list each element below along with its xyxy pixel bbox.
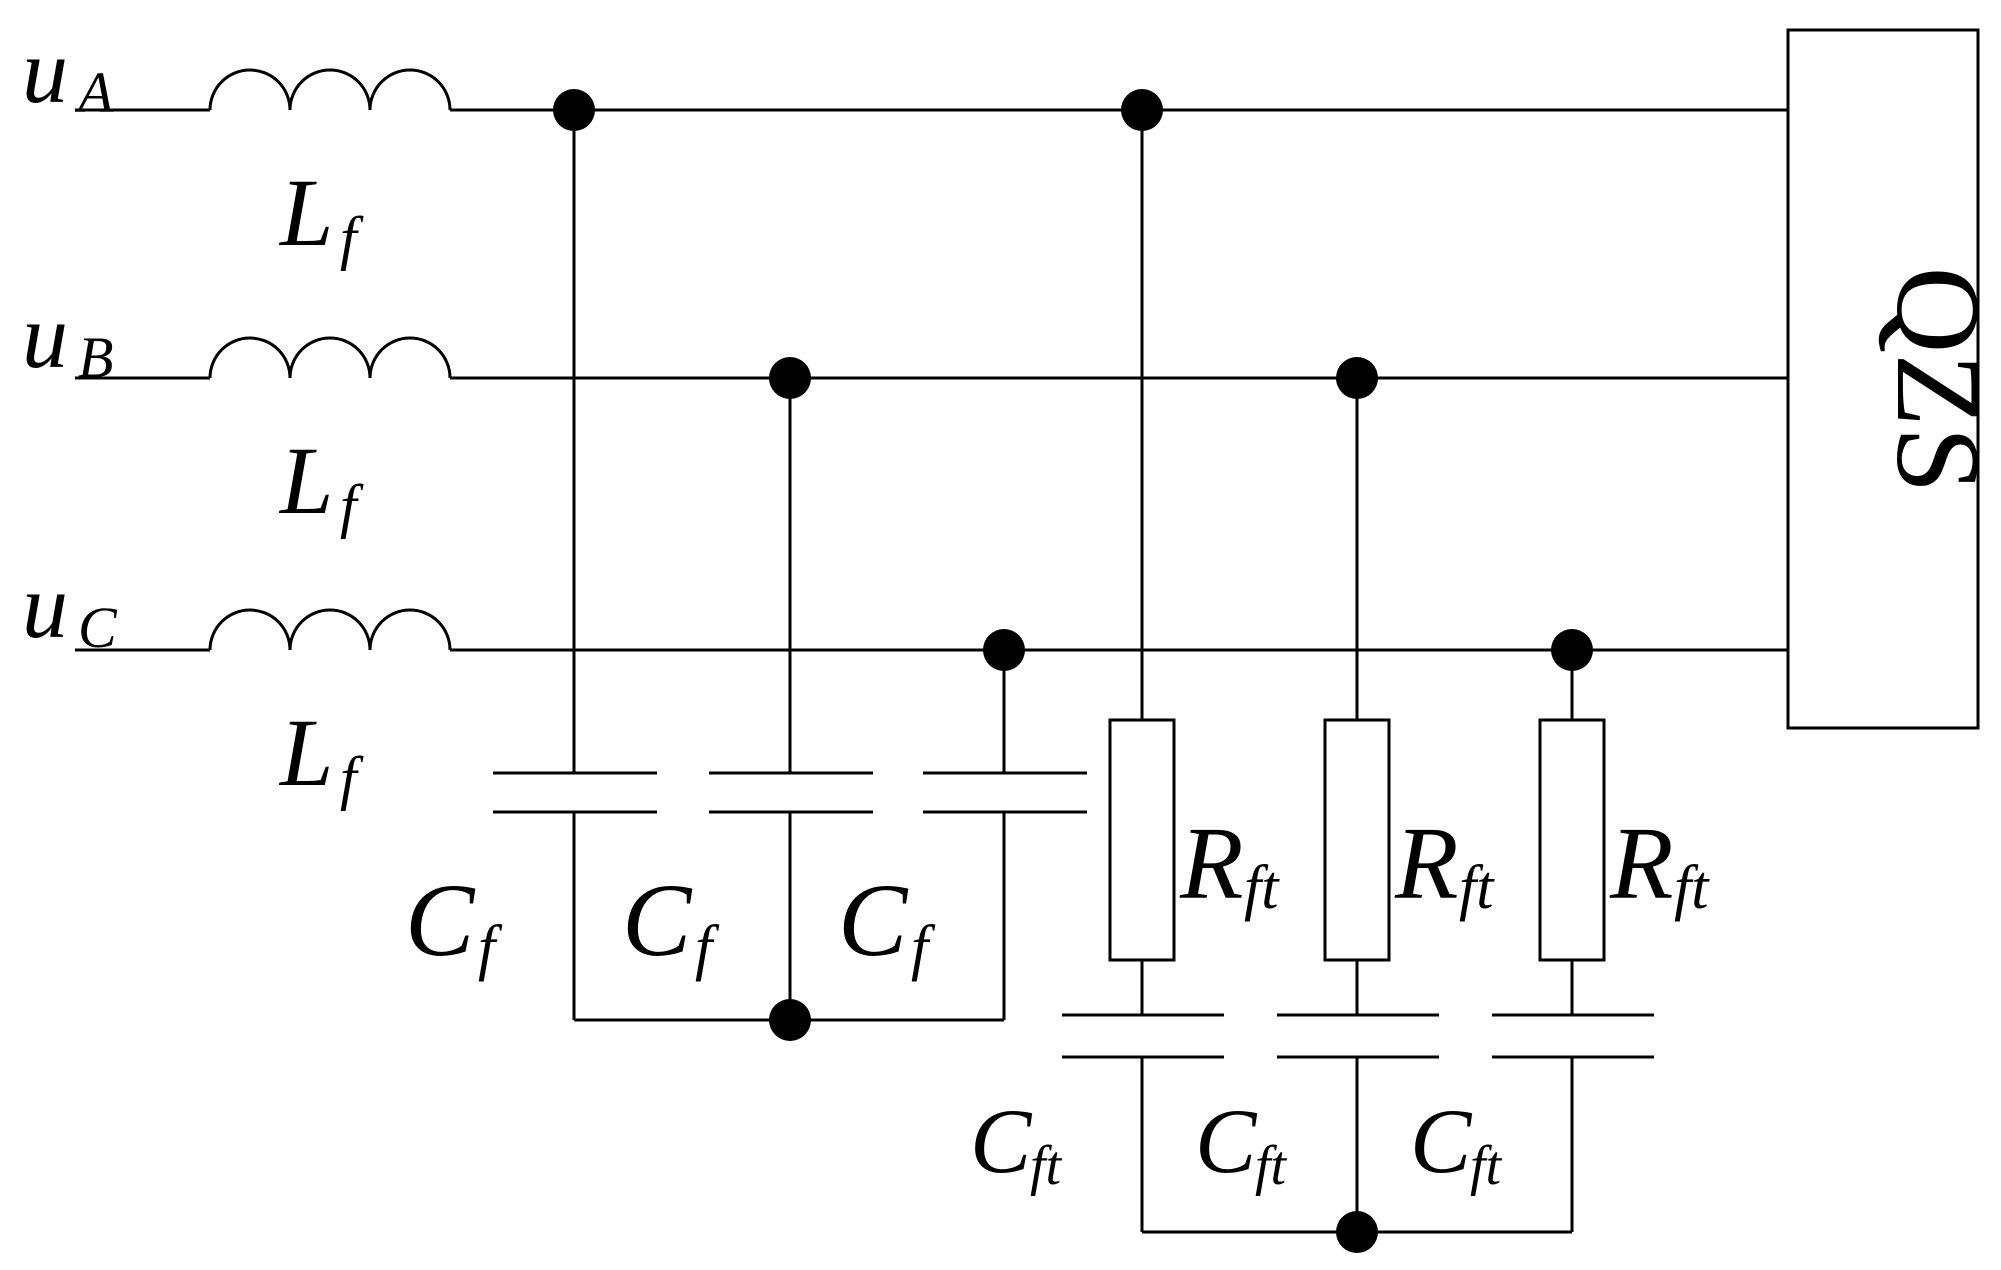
svg-text:L: L [278, 427, 333, 534]
resistor-rft-label-b: R ft [1394, 806, 1495, 922]
inductor-b [208, 336, 452, 379]
inductor-c [208, 608, 452, 651]
svg-text:f: f [340, 205, 364, 271]
phase-line-b [75, 336, 1788, 380]
junction-dot [1336, 357, 1378, 399]
svg-text:C: C [622, 863, 693, 978]
svg-text:R: R [1394, 806, 1459, 921]
svg-text:C: C [970, 1090, 1033, 1192]
svg-text:ft: ft [1674, 854, 1710, 922]
svg-text:f: f [695, 914, 720, 982]
junction-dot [769, 357, 811, 399]
capacitor-cft-label-b: C ft [1195, 1090, 1288, 1197]
source-b-subscript: B [78, 325, 113, 390]
svg-text:C: C [1195, 1090, 1258, 1192]
resistor-rft-label-a: R ft [1179, 806, 1280, 922]
capacitor-cf-label-b: C f [622, 863, 720, 982]
source-label-b: u B [22, 285, 113, 390]
svg-text:C: C [838, 863, 909, 978]
inductor-label-c: L f [278, 699, 364, 811]
svg-text:ft: ft [1244, 854, 1280, 922]
svg-text:ft: ft [1459, 854, 1495, 922]
capacitor-cf-label-a: C f [405, 863, 503, 982]
junction-dot [983, 629, 1025, 671]
junction-dot [1121, 89, 1163, 131]
inductor-label-b: L f [278, 427, 364, 539]
capacitor-cft-label-c: C ft [1410, 1090, 1503, 1197]
source-a-subscript: A [74, 60, 114, 125]
junction-dot [1551, 629, 1593, 671]
phase-line-a [75, 68, 1788, 112]
inductor-label-a: L f [278, 159, 364, 271]
resistor-rft-c [1538, 718, 1606, 962]
source-c-symbol: u [22, 555, 68, 657]
svg-text:f: f [340, 473, 364, 539]
source-a-symbol: u [22, 20, 68, 122]
source-label-a: u A [22, 20, 114, 125]
svg-text:ft: ft [1030, 1135, 1063, 1197]
damping-branch-bank [1062, 110, 1654, 1234]
qzs-label: QZS [1872, 267, 2001, 494]
svg-text:f: f [478, 914, 503, 982]
inductor-a [208, 68, 452, 111]
capacitor-cft-label-a: C ft [970, 1090, 1063, 1197]
svg-text:f: f [911, 914, 936, 982]
resistor-rft-a [1108, 718, 1176, 962]
svg-text:R: R [1609, 806, 1674, 921]
resistor-rft-label-c: R ft [1609, 806, 1710, 922]
source-label-c: u C [22, 555, 118, 660]
junction-dot [1336, 1211, 1378, 1253]
svg-text:ft: ft [1470, 1135, 1503, 1197]
svg-text:ft: ft [1255, 1135, 1288, 1197]
svg-text:R: R [1179, 806, 1244, 921]
junction-dot [553, 89, 595, 131]
svg-text:L: L [278, 699, 333, 806]
qzs-load-box: QZS [1786, 28, 2001, 730]
svg-text:f: f [340, 745, 364, 811]
junction-dot [769, 999, 811, 1041]
resistor-rft-b [1323, 718, 1391, 962]
svg-text:C: C [405, 863, 476, 978]
svg-text:C: C [1410, 1090, 1473, 1192]
source-b-symbol: u [22, 285, 68, 387]
phase-line-c [75, 608, 1788, 652]
junction-dots [553, 89, 1593, 1253]
svg-text:L: L [278, 159, 333, 266]
filter-capacitor-bank [493, 110, 1087, 1022]
capacitor-cf-label-c: C f [838, 863, 936, 982]
